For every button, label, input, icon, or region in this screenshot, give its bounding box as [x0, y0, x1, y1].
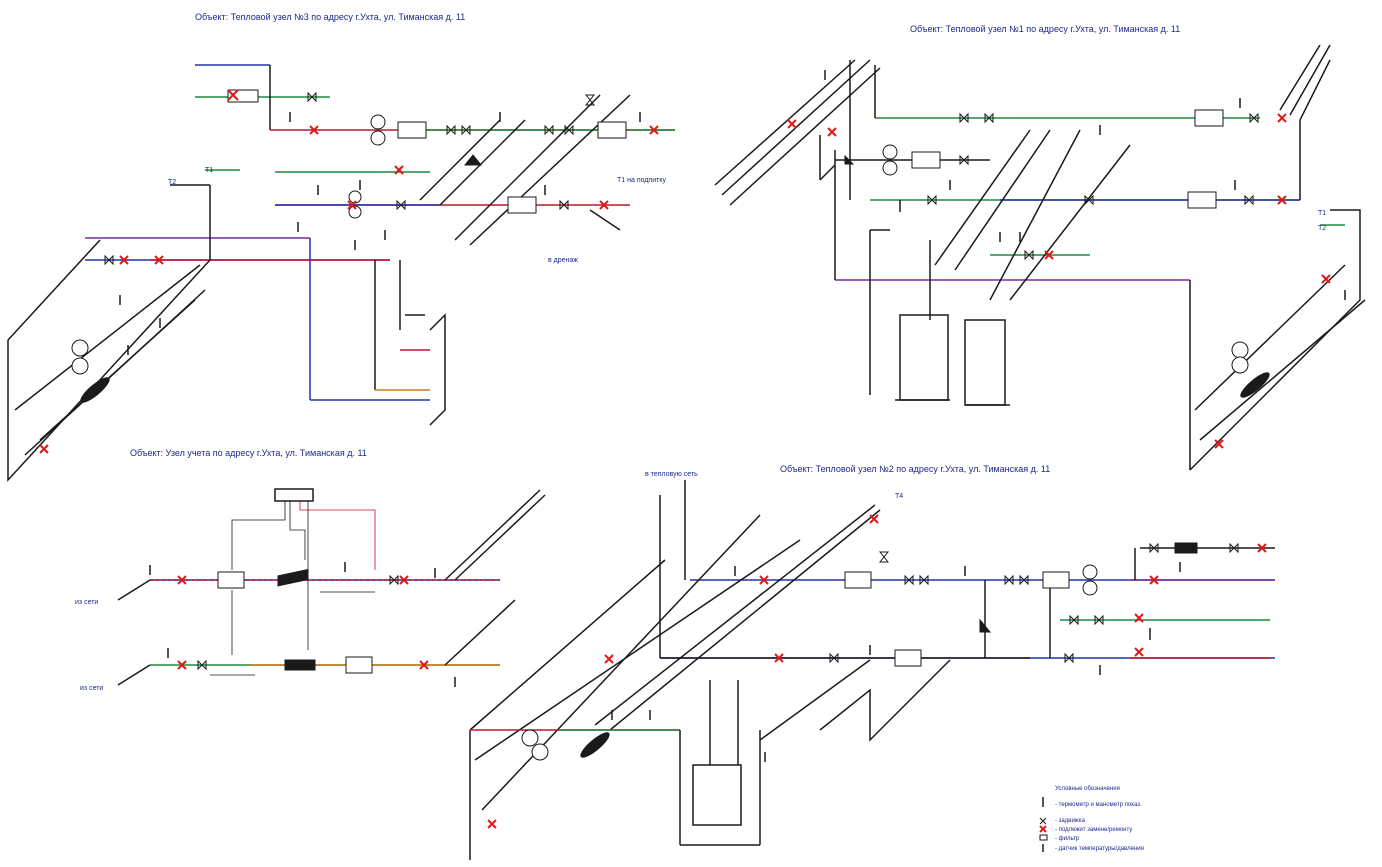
node-1-red-marks — [787, 113, 1331, 449]
node-1-gauges — [824, 70, 1346, 300]
label-t4: Т4 — [895, 493, 903, 500]
label-t1-node3: Т1 — [205, 167, 213, 174]
node-2-valves — [829, 542, 1239, 664]
meter-node-valves — [197, 574, 399, 671]
schematic-node-1 — [714, 44, 1366, 471]
title-meter-node: Объект: Узел учета по адресу г.Ухта, ул.… — [130, 448, 367, 458]
node-3-components — [71, 89, 627, 403]
node-2-red-marks — [487, 514, 1267, 829]
label-to-network: в тепловую сеть — [645, 471, 698, 478]
node-2-components — [521, 542, 1198, 761]
title-node-3: Объект: Тепловой узел №3 по адресу г.Ухт… — [195, 12, 465, 22]
meter-node-red-marks — [177, 575, 429, 670]
legend-title: Условные обозначения — [1055, 786, 1120, 792]
legend-item-replace: - подлежит замене/ремонту — [1055, 827, 1132, 833]
schematic-node-2 — [469, 480, 1275, 860]
title-node-2: Объект: Тепловой узел №2 по адресу г.Ухт… — [780, 464, 1050, 474]
legend-item-sensor: - датчик температуры/давления — [1055, 846, 1144, 852]
legend: Условные обозначения - термометр и маном… — [1039, 786, 1144, 852]
node-3-red-marks — [39, 89, 659, 454]
label-to-drain: в дренаж — [548, 257, 578, 264]
node-3-valves — [104, 91, 596, 266]
meter-node-gauges — [149, 562, 456, 687]
label-from-network-1: из сети — [75, 599, 98, 606]
legend-item-filter: - фильтр — [1055, 836, 1080, 842]
meter-node-components — [217, 568, 373, 674]
label-t2-node3: Т2 — [168, 179, 176, 186]
legend-item-gauge: - термометр и манометр показ. — [1055, 802, 1142, 808]
schematic-node-3 — [7, 64, 675, 482]
label-from-network-2: из сети — [80, 685, 103, 692]
schematic-meter-node — [117, 488, 546, 686]
node-1-components — [882, 109, 1270, 398]
label-t1-to-system: Т1 на подпитку — [617, 177, 666, 184]
label-t2-node1: Т2 — [1318, 225, 1326, 232]
label-t1-node1: Т1 — [1318, 210, 1326, 217]
node-2-gauges — [611, 562, 1181, 762]
node-1-valves — [844, 112, 1259, 261]
legend-item-valve: - задвижка — [1055, 818, 1086, 824]
node-3-gauges — [119, 112, 641, 355]
title-node-1: Объект: Тепловой узел №1 по адресу г.Ухт… — [910, 24, 1180, 34]
